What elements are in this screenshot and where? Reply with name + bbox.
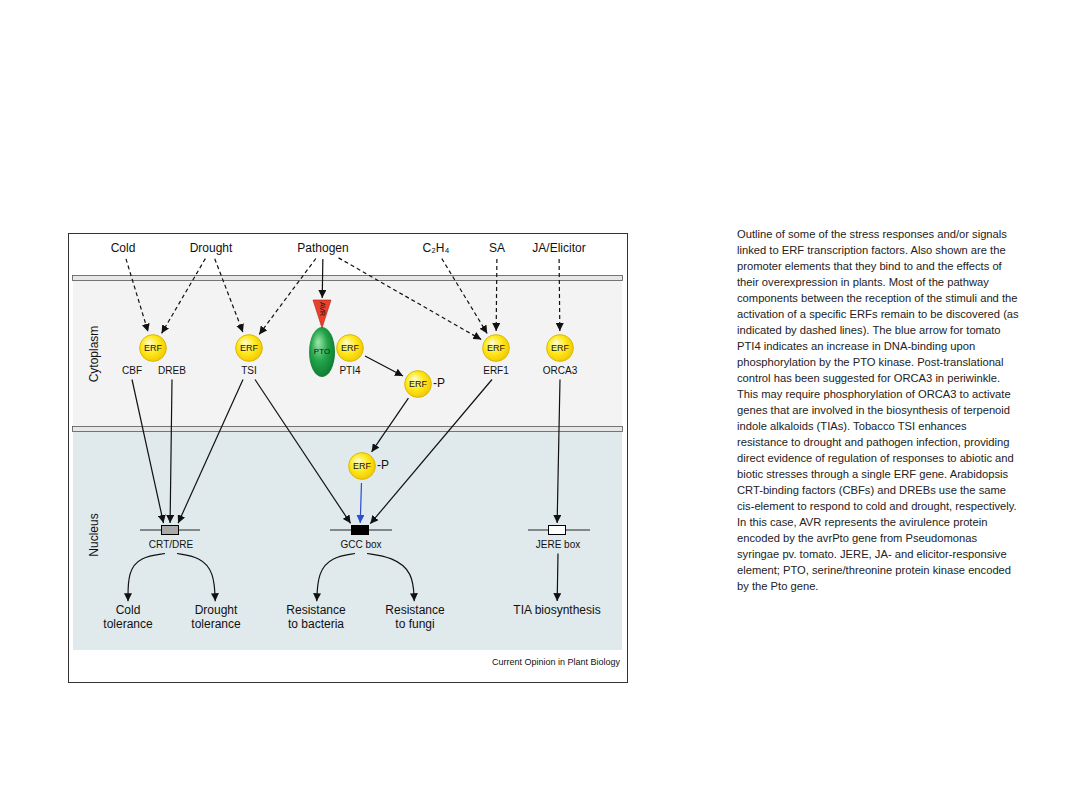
erf-shape <box>236 335 263 362</box>
connector <box>255 380 351 524</box>
connector <box>339 258 482 340</box>
node-text: ERF <box>341 343 359 353</box>
erf-shape <box>483 335 510 362</box>
connector <box>317 554 355 602</box>
node-text: ERF <box>240 343 258 353</box>
connector <box>322 259 324 298</box>
erf-shape <box>349 453 376 480</box>
erf-circle: ERFCBFDREB <box>139 334 167 362</box>
node-text: ERF <box>144 343 162 353</box>
node-text: Cold <box>111 242 136 256</box>
node-label: -P <box>433 377 445 391</box>
node-label: CBF <box>122 365 142 377</box>
erf-circle: ERFPTI4 <box>336 334 364 362</box>
node-text: Cold tolerance <box>95 604 161 632</box>
erf-shape <box>547 335 574 362</box>
connector <box>557 554 559 602</box>
connector <box>177 554 215 602</box>
node-text: Resistance to fungi <box>384 604 446 632</box>
node-label: AVR <box>318 302 326 316</box>
connector <box>372 398 409 452</box>
promoter-element: GCC box <box>351 525 369 535</box>
erf-shape <box>337 335 364 362</box>
erf-circle: ERFERF1 <box>482 334 510 362</box>
connector <box>558 259 560 331</box>
node-text: Pathogen <box>297 242 348 256</box>
node-label: CRT/DRE <box>149 539 193 551</box>
node-text: ERF <box>487 343 505 353</box>
text-node: JA/Elicitor <box>530 241 587 257</box>
node-text: ERF <box>353 461 371 471</box>
node-text: JA/Elicitor <box>532 242 585 256</box>
text-node: Cold <box>109 241 138 257</box>
erf-shape <box>140 335 167 362</box>
text-node: C₂H₄ <box>421 241 452 257</box>
erf-circle: ERF-P <box>404 370 432 398</box>
node-label: -P <box>377 459 389 473</box>
connector <box>126 259 148 332</box>
promoter-element: JERE box <box>548 525 566 535</box>
text-node: SA <box>487 241 507 257</box>
text-node: Cold tolerance <box>93 603 163 633</box>
node-label: ERF1 <box>483 365 509 377</box>
erf-circle: ERFTSI <box>235 334 263 362</box>
node-label: ORCA3 <box>543 365 577 377</box>
connector <box>132 380 163 524</box>
node-text: SA <box>489 242 505 256</box>
erf-circle: ERF-P <box>348 452 376 480</box>
avr-protein: AVR <box>313 300 331 328</box>
node-label: Cytoplasm <box>88 325 102 382</box>
node-label: DREB <box>158 365 186 377</box>
connector <box>365 356 403 376</box>
node-text: C₂H₄ <box>423 242 450 256</box>
nucleus-region <box>73 432 622 650</box>
node-label: PTI4 <box>339 365 360 377</box>
node-text: ERF <box>409 379 427 389</box>
text-node: Drought tolerance <box>181 603 251 633</box>
avr-shape <box>313 300 331 328</box>
connector <box>442 259 487 334</box>
connector <box>367 554 414 602</box>
connector <box>496 259 498 331</box>
plasma-membrane <box>73 276 623 281</box>
figure-frame <box>69 234 628 683</box>
nuclear-membrane <box>73 427 623 432</box>
erf-shape <box>405 371 432 398</box>
promoter-element: CRT/DRE <box>161 525 179 535</box>
node-text: Drought <box>190 242 233 256</box>
connector <box>170 380 172 524</box>
figure-caption: Outline of some of the stress responses … <box>737 226 1019 594</box>
node-label: JERE box <box>536 539 580 551</box>
node-text: Drought tolerance <box>183 604 249 632</box>
text-node: Drought <box>188 241 235 257</box>
connector <box>370 380 492 524</box>
text-node: TIA biosynthesis <box>511 603 602 619</box>
compartment-band: NucleusERF-PCRT/DREGCC boxJERE boxCold t… <box>73 432 622 650</box>
node-label: Nucleus <box>88 513 102 556</box>
pto-shape <box>309 327 335 377</box>
connector <box>557 380 560 524</box>
kinase-blob: PTO <box>309 327 335 377</box>
connector <box>128 554 165 602</box>
connector <box>178 380 243 524</box>
connector <box>360 483 361 523</box>
node-label: TSI <box>241 365 257 377</box>
erf-circle: ERFORCA3 <box>546 334 574 362</box>
connector <box>215 259 243 332</box>
node-text: ERF <box>551 343 569 353</box>
connector <box>259 258 316 334</box>
compartment-band: CytoplasmERFCBFDREBERFTSIPTOAVRERFPTI4ER… <box>73 281 622 426</box>
text-node: Resistance to fungi <box>382 603 448 633</box>
cytoplasm-region <box>73 281 622 426</box>
connector <box>162 259 206 334</box>
node-text: TIA biosynthesis <box>513 604 600 618</box>
journal-credit: Current Opinion in Plant Biology <box>420 657 620 667</box>
text-node: Pathogen <box>295 241 350 257</box>
node-text: Resistance to bacteria <box>285 604 347 632</box>
node-text: PTO <box>314 347 330 356</box>
node-label: GCC box <box>340 539 381 551</box>
text-node: Resistance to bacteria <box>283 603 349 633</box>
